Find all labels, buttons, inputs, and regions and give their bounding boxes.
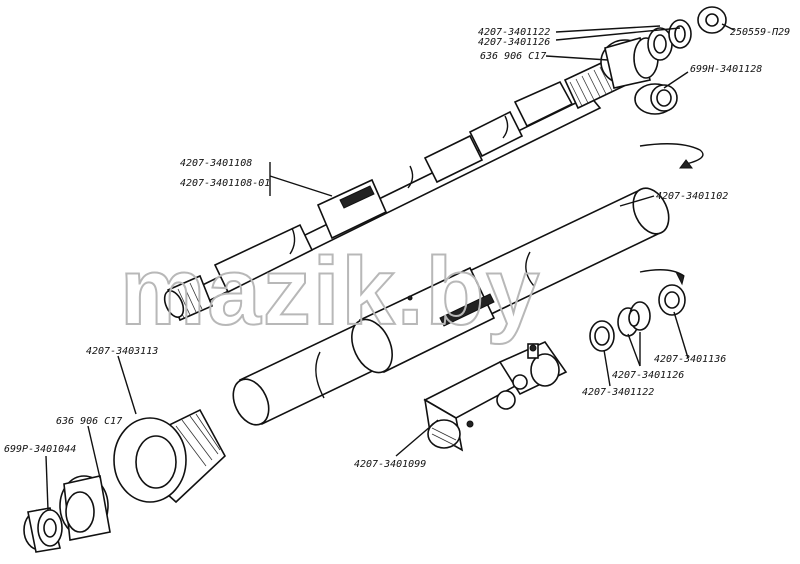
upper-shaft	[163, 56, 626, 322]
lower-left-bushing	[23, 507, 63, 553]
label-636906c17-top: 636 906 С17	[480, 51, 546, 62]
upper-bearing-group	[600, 6, 727, 115]
watermark-text: mazik.by	[120, 238, 542, 345]
lower-tube	[232, 187, 670, 426]
label-4207-3401099: 4207-3401099	[354, 459, 426, 470]
label-4207-3401136: 4207-3401136	[654, 354, 726, 365]
label-4207-3403113: 4207-3403113	[86, 346, 158, 357]
lower-left-bearing	[59, 475, 111, 541]
rotation-arrowhead-top	[679, 159, 693, 169]
label-4207-3401126-right: 4207-3401126	[612, 370, 684, 381]
label-4207-3401108: 4207-3401108	[180, 158, 252, 169]
label-4207-3401122-right: 4207-3401122	[582, 387, 654, 398]
label-250559-p29: 250559-П29	[730, 27, 790, 38]
label-4207-3401108-01: 4207-3401108-01	[180, 178, 270, 189]
cone-part	[113, 408, 226, 504]
universal-joint	[423, 341, 568, 452]
label-699n-3401128: 699Н-3401128	[690, 64, 762, 75]
label-4207-3401102: 4207-3401102	[656, 191, 728, 202]
right-washers-group	[589, 284, 686, 352]
label-699r-3401044: 699Р-3401044	[4, 444, 76, 455]
label-4207-3401122-top: 4207-3401122	[478, 27, 550, 38]
leader-lines	[45, 23, 735, 511]
part-labels: 4207-3401122 4207-3401126 250559-П29 636…	[4, 27, 790, 470]
rotation-arrowhead-right	[674, 270, 685, 286]
label-636906c17-bottom: 636 906 С17	[56, 416, 122, 427]
label-4207-3401126-top: 4207-3401126	[478, 37, 550, 48]
rotation-arrow-top	[639, 143, 704, 165]
